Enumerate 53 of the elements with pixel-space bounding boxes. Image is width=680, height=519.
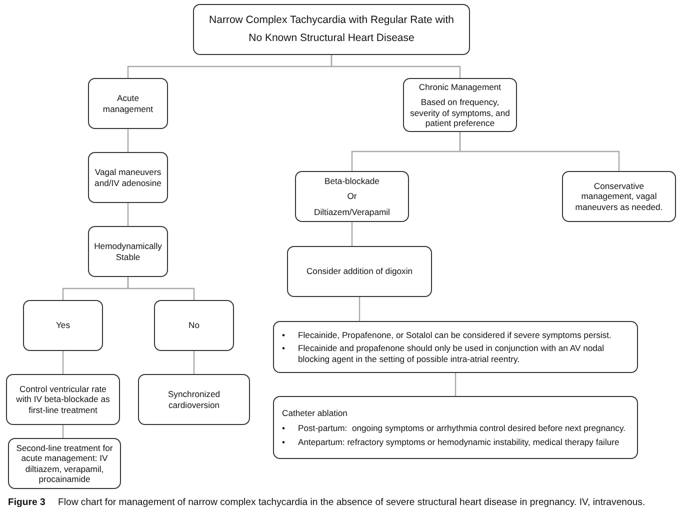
connector-line <box>454 373 456 396</box>
box-text: Synchronized cardioversion <box>166 389 222 410</box>
box-text: Acute management <box>102 93 154 114</box>
connector-line <box>358 297 360 321</box>
process-box <box>403 78 517 132</box>
title-box <box>193 4 470 55</box>
bullet-mark: • <box>282 423 286 434</box>
connector-line <box>330 55 461 78</box>
process-box <box>23 300 103 351</box>
process-box <box>295 171 409 222</box>
box-text: Chronic Management <box>418 82 502 92</box>
box-text: Vagal maneuvers and/IV adenosine <box>94 167 162 188</box>
box-text: Yes <box>56 320 70 331</box>
box-text: No Known Structural Heart Disease <box>248 32 414 45</box>
connector-line <box>62 351 64 374</box>
box-text: Conservative management, vagal maneuvers as needed. <box>574 181 664 212</box>
box-heading: Catheter ablation <box>282 408 348 418</box>
box-text: Or <box>347 191 357 202</box>
process-box <box>154 300 234 351</box>
bullet-text: Antepartum: refractory symptoms or hemodynamic instability, medical therapy failure <box>298 436 620 447</box>
connector-line <box>62 425 64 438</box>
process-box <box>287 246 432 297</box>
process-box <box>138 374 250 425</box>
figure-caption: Figure 3 Flow chart for management of narrow complex tachycardia in the absence of severe structural heart disease in pregnancy. IV, intravenous. <box>8 497 646 508</box>
connector-line <box>193 351 195 374</box>
box-text: Second-line treatment for acute management: IV diltiazem, verapamil, procainamide <box>15 442 114 484</box>
box-text: Diltiazem/Verapamil <box>314 206 390 217</box>
connector-line <box>127 277 195 300</box>
process-box <box>6 374 120 425</box>
connector-line <box>127 203 129 226</box>
box-text: Control ventricular rate with IV beta-blockade as first-line treatment <box>15 384 111 415</box>
box-text: Narrow Complex Tachycardia with Regular Rate with <box>209 14 454 27</box>
box-text: Consider addition of digoxin <box>306 266 413 277</box>
connector-line <box>459 132 620 171</box>
box-text: Based on frequency, severity of symptoms, and patient preference <box>409 97 511 128</box>
bullet-text: Flecainide, Propafenone, or Sotalol can be considered if severe symptoms persist. <box>298 330 612 340</box>
process-box <box>88 226 168 277</box>
bullet-text: Flecainide and propafenone should only be used in conjunction with an AV nodal blocking agent in the setting of possible intra-atrial reentry. <box>298 343 606 364</box>
process-box <box>88 78 168 129</box>
process-box <box>273 396 638 459</box>
bullet-text: Post-partum: ongoing symptoms or arrhythmia control desired before next pregnancy. <box>298 423 627 434</box>
box-text: Beta-blockade <box>324 176 380 186</box>
connector-line <box>351 222 353 246</box>
process-box <box>8 438 121 489</box>
bullet-mark: • <box>282 330 286 340</box>
process-box <box>562 171 676 222</box>
process-box <box>88 152 168 203</box>
box-text: Hemodynamically Stable <box>93 241 163 262</box>
process-box <box>273 321 638 373</box>
connector-line <box>127 129 129 152</box>
bullet-mark: • <box>282 343 286 356</box>
bullet-mark: • <box>282 436 286 447</box>
box-text: No <box>188 320 200 331</box>
